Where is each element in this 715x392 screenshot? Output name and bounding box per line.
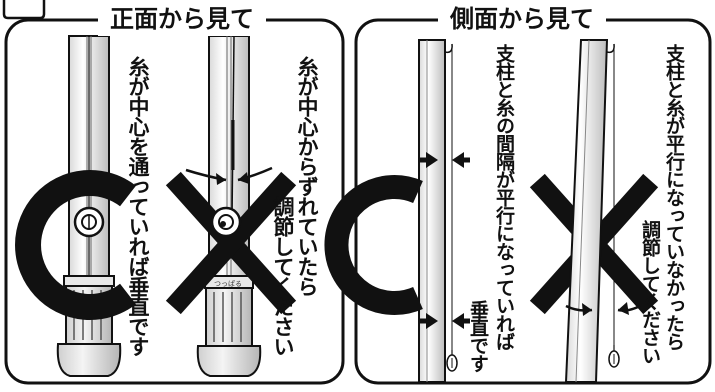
correct-mark-circle — [15, 170, 136, 320]
front-plumb-offset — [210, 206, 242, 238]
base-label: つっぱる — [214, 280, 242, 288]
front-correct-caption: 糸が中心を通っていれば垂直です — [126, 56, 150, 356]
correct-mark-circle-side — [324, 175, 423, 315]
side-wrong-caption: 支柱と糸が平行になっていなかったら — [663, 44, 685, 350]
wrong-mark-cross-front — [165, 171, 297, 315]
side-correct-caption-2: 垂直です — [467, 300, 489, 372]
front-adjust-caption: 調節してください — [271, 196, 295, 356]
side-view-title: 側面から見て — [438, 2, 606, 36]
front-wrong-caption: 糸が中心からずれていたら — [295, 56, 319, 296]
side-pole-correct — [418, 39, 470, 383]
side-adjust-caption: 調節してください — [639, 220, 661, 364]
side-correct-caption: 支柱と糸の間隔が平行になっていれば — [493, 44, 515, 350]
corner-tab — [2, 0, 46, 20]
front-view-title: 正面から見て — [98, 2, 266, 36]
side-pole-tilted — [564, 39, 641, 383]
